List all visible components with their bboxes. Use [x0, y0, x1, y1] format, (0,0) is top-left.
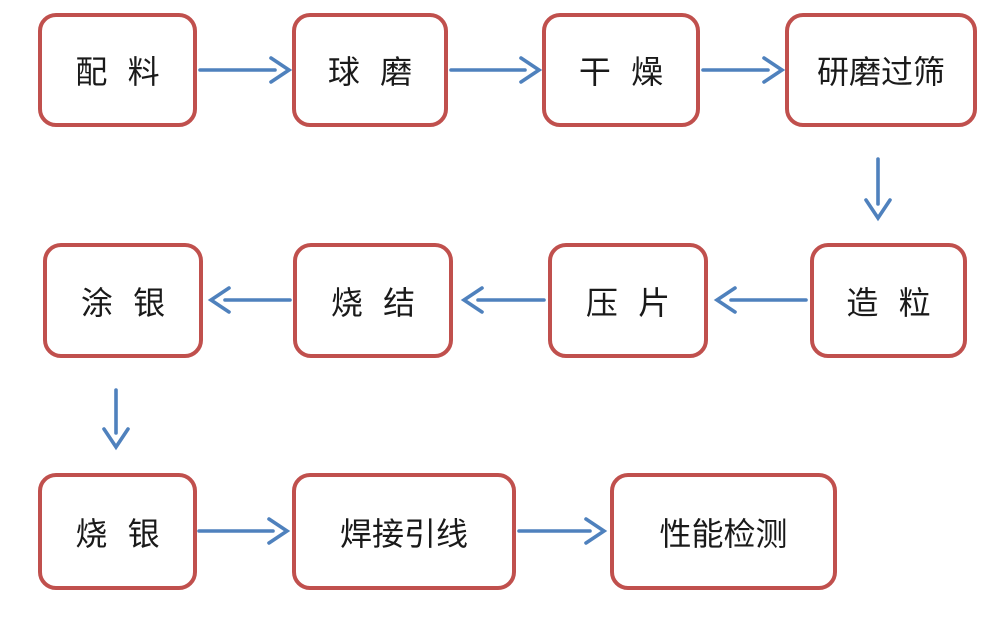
node-performance-testing-label: 性能检测	[659, 514, 788, 553]
node-granulation-label: 造 粒	[846, 283, 931, 322]
node-batching-label: 配 料	[75, 53, 160, 91]
arrow-right-icon	[449, 56, 543, 84]
node-silver-coating-label: 涂 银	[80, 283, 166, 322]
arrow-left-icon	[713, 286, 808, 314]
arrow-right-icon	[517, 517, 608, 545]
node-granulation: 造 粒	[810, 243, 967, 358]
node-silver-coating: 涂 银	[43, 243, 203, 358]
node-sintering-label: 烧 结	[330, 283, 416, 322]
arrow-right-icon	[197, 517, 291, 545]
arrow-right-icon	[198, 56, 293, 84]
arrow-right-icon	[701, 56, 786, 84]
node-silver-firing-label: 烧 银	[75, 514, 160, 553]
node-batching: 配 料	[38, 13, 197, 127]
node-grinding-sieving: 研磨过筛	[785, 13, 977, 127]
node-drying-label: 干 燥	[578, 53, 664, 91]
arrow-down-icon	[864, 157, 892, 222]
node-sintering: 烧 结	[293, 243, 453, 358]
node-ball-milling-label: 球 磨	[327, 53, 413, 91]
arrow-left-icon	[207, 286, 292, 314]
node-drying: 干 燥	[542, 13, 700, 127]
node-grinding-sieving-label: 研磨过筛	[816, 53, 945, 91]
node-silver-firing: 烧 银	[38, 473, 197, 590]
node-performance-testing: 性能检测	[610, 473, 837, 590]
node-pressing: 压 片	[548, 243, 708, 358]
node-lead-welding: 焊接引线	[292, 473, 516, 590]
arrow-down-icon	[102, 388, 130, 451]
node-ball-milling: 球 磨	[292, 13, 448, 127]
arrow-left-icon	[460, 286, 546, 314]
node-pressing-label: 压 片	[585, 283, 671, 322]
node-lead-welding-label: 焊接引线	[339, 514, 468, 553]
